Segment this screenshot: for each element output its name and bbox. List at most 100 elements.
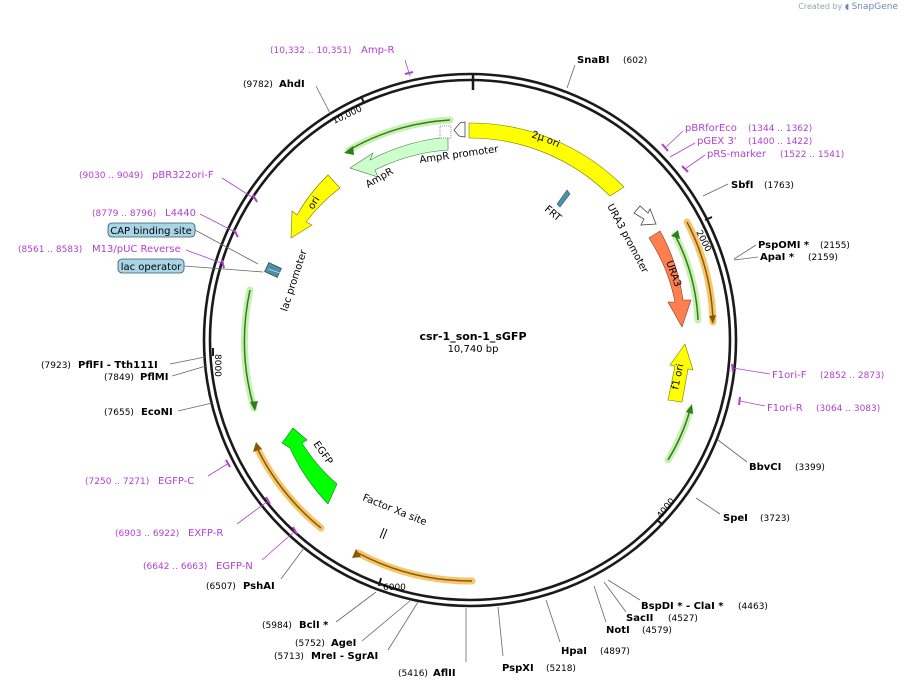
primer-pbr322ori-f: (9030 .. 9049) pBR322ori-F xyxy=(79,170,258,203)
frt-feature xyxy=(556,189,571,208)
site-name: BspDI * - ClaI * xyxy=(641,601,724,612)
site-position: (7655) xyxy=(104,408,134,418)
site-spei: SpeI (3723) xyxy=(695,497,790,524)
ura3-arrow xyxy=(648,230,692,328)
primer-name: EGFP-C xyxy=(158,476,194,487)
site-ahdi: (9782) AhdI xyxy=(243,79,332,116)
primer-position: (2852 .. 2873) xyxy=(820,371,884,381)
primer-f1ori-f: F1ori-F (2852 .. 2873) xyxy=(731,363,884,381)
site-name: SpeI xyxy=(723,513,748,524)
primer-position: (3064 .. 3083) xyxy=(816,404,880,414)
site-pshai: (6507) PshAI xyxy=(206,547,305,592)
site-name: HpaI xyxy=(561,646,587,657)
site-name: PflFI - Tth111I xyxy=(78,360,158,371)
primer-name: pRS-marker xyxy=(707,149,767,160)
f1-ori-arrow xyxy=(667,343,694,403)
snapgene-watermark: Created by ◖ SnapGene xyxy=(798,2,898,12)
site-agei: (5752) AgeI xyxy=(295,599,412,649)
primer-position: (1522 .. 1541) xyxy=(780,150,844,160)
ampr-hatched xyxy=(439,125,452,139)
site-pspomi: PspOMI * (2155) xyxy=(733,240,850,260)
lac-operator-mark xyxy=(264,262,282,278)
two-micron-ori-arrow xyxy=(468,122,625,197)
site-bbvci: BbvCI (3399) xyxy=(717,439,825,473)
tick-label-8000: 8000 xyxy=(212,354,222,377)
site-name: BbvCI xyxy=(749,462,781,473)
site-position: (7849) xyxy=(104,373,134,383)
site-position: (3723) xyxy=(760,514,790,524)
primer-position: (1344 .. 1362) xyxy=(748,124,812,134)
primer-position: (1400 .. 1422) xyxy=(748,137,812,147)
site-name: ApaI * xyxy=(760,252,795,263)
primer-pgex3: pGEX 3' (1400 .. 1422) xyxy=(669,136,812,158)
watermark-prefix: Created by xyxy=(798,2,843,11)
site-mrei-sgrai: (5713) MreI - SgrAI xyxy=(274,601,419,662)
lac-orf-head xyxy=(250,401,258,411)
lac-orf xyxy=(243,289,255,409)
site-position: (1763) xyxy=(764,181,794,191)
site-position: (4527) xyxy=(668,614,698,624)
site-name: SacII xyxy=(626,613,653,624)
egfp-orf-head xyxy=(253,442,262,452)
site-aflii: (5416) AflII xyxy=(398,608,467,679)
site-sacii: SacII (4527) xyxy=(603,581,698,624)
primer-name: Amp-R xyxy=(361,45,395,56)
site-name: BclI * xyxy=(299,620,329,631)
primer-position: (10,332 .. 10,351) xyxy=(270,46,351,56)
site-name: AflII xyxy=(433,668,456,679)
f1-orf-halo xyxy=(664,406,694,464)
ura3-promoter-arrow xyxy=(633,205,657,226)
site-position: (6507) xyxy=(206,582,236,592)
site-name: AhdI xyxy=(279,79,305,90)
frt-label: FRT xyxy=(542,204,564,225)
site-name: AgeI xyxy=(331,638,356,649)
lac-operator-label: lac operator xyxy=(121,262,182,273)
site-name: PspXI xyxy=(502,663,534,674)
primer-position: (8779 .. 8796) xyxy=(92,209,156,219)
tick-8000: 8000 xyxy=(212,348,222,377)
primer-pbrforeco: pBRforEco (1344 .. 1362) xyxy=(661,123,812,152)
primer-position: (9030 .. 9049) xyxy=(79,171,143,181)
site-position: (3399) xyxy=(795,463,825,473)
primer-name: L4440 xyxy=(165,208,196,219)
primer-l4440: (8779 .. 8796) L4440 xyxy=(92,208,239,238)
ura3-orf2-head xyxy=(671,230,680,239)
f1-orf-head xyxy=(686,404,693,414)
plasmid-length: 10,740 bp xyxy=(448,344,499,355)
site-position: (5713) xyxy=(274,652,304,662)
ampr-orf-head xyxy=(344,146,354,155)
backbone-outer-circle xyxy=(202,72,738,608)
primer-position: (6642 .. 6663) xyxy=(143,562,207,572)
site-name: PshAI xyxy=(243,581,275,592)
site-apai: ApaI * (2159) xyxy=(733,252,838,263)
ura3-orf-head xyxy=(709,315,716,324)
primer-amp-r: (10,332 .. 10,351) Amp-R xyxy=(270,45,414,77)
site-pflmi: (7849) PflMI xyxy=(104,365,207,383)
primer-position: (8561 .. 8583) xyxy=(18,245,82,255)
site-name: EcoNI xyxy=(141,407,173,418)
site-pflfi-tth111i: (7923) PflFI - Tth111I xyxy=(41,356,206,371)
tick-label-10000: 10,000 xyxy=(331,104,364,126)
primer-name: F1ori-F xyxy=(772,370,807,381)
factor-xa-orf-halo xyxy=(354,549,476,585)
site-name: SbfI xyxy=(731,180,753,191)
site-name: MreI - SgrAI xyxy=(311,651,378,662)
plasmid-name: csr-1_son-1_sGFP xyxy=(419,330,526,343)
site-position: (5218) xyxy=(546,664,576,674)
site-position: (2159) xyxy=(808,253,838,263)
site-snabi: SnaBI (602) xyxy=(566,55,647,89)
primer-name: pBRforEco xyxy=(685,123,737,134)
site-bcli: (5984) BclI * xyxy=(262,591,377,631)
lac-operator-box: lac operator xyxy=(117,258,264,274)
factor-xa-mark xyxy=(379,527,385,539)
site-name: NotI xyxy=(606,625,630,636)
ura3-orf xyxy=(686,221,714,323)
cap-binding-site-box: CAP binding site xyxy=(107,222,259,265)
primer-prs-marker: pRS-marker (1522 .. 1541) xyxy=(681,149,844,173)
primer-m13-puc-reverse: (8561 .. 8583) M13/pUC Reverse xyxy=(18,244,225,269)
site-position: (5752) xyxy=(295,639,325,649)
ura3-label: URA3 xyxy=(663,259,683,288)
site-position: (5984) xyxy=(262,621,292,631)
cap-binding-site-label: CAP binding site xyxy=(110,226,192,237)
